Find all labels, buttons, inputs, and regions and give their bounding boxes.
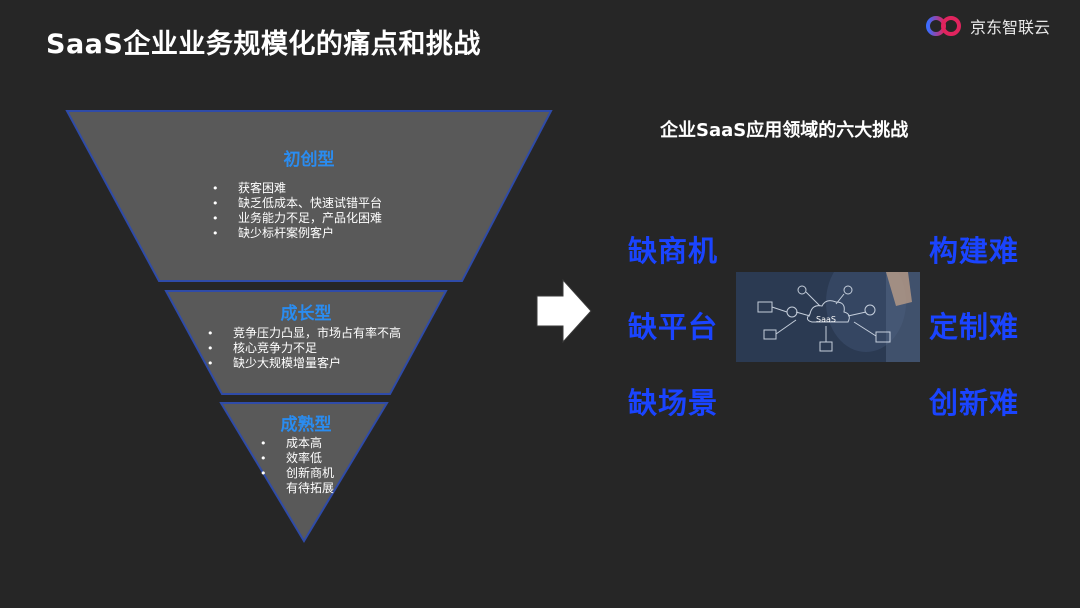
challenge-left-1: 缺商机 [628,234,719,268]
bullet-item: 成本高 [260,436,334,451]
bullet-item: 效率低 [260,451,334,466]
bullet-item: 获客困难 [212,181,382,196]
bullet-item: 缺少大规模增量客户 [207,356,401,371]
stage-title-startup: 初创型 [283,150,335,170]
stage-bullets-growth: 竞争压力凸显，市场占有率不高 核心竞争力不足 缺少大规模增量客户 [207,326,401,371]
challenge-right-3: 创新难 [929,386,1020,420]
challenge-left-3: 缺场景 [628,386,719,420]
bullet-item-continued: 有待拓展 [286,481,335,495]
logo-text: 京东智联云 [969,18,1050,37]
right-arrow-icon [536,278,592,344]
challenge-right-2: 定制难 [929,310,1020,344]
challenges-title: 企业SaaS应用领域的六大挑战 [660,120,909,141]
bullet-item: 缺乏低成本、快速试错平台 [212,196,382,211]
saas-cloud-image: SaaS [736,272,920,362]
saas-image-label: SaaS [816,315,836,324]
cloud-network-illustration: SaaS [736,272,920,362]
stage-bullets-startup: 获客困难 缺乏低成本、快速试错平台 业务能力不足，产品化困难 缺少标杆案例客户 [212,181,382,241]
brand-logo: 京东智联云 [924,14,1050,38]
jd-cloud-logo-icon [925,16,961,36]
stage-title-growth: 成长型 [280,304,332,324]
stage-bullets-mature: 成本高 效率低 创新商机 有待拓展 [260,436,334,496]
stage-title-mature: 成熟型 [280,415,332,435]
bullet-item: 缺少标杆案例客户 [212,226,382,241]
challenge-right-1: 构建难 [929,234,1020,268]
bullet-item: 核心竞争力不足 [207,341,401,356]
bullet-item: 创新商机 [260,466,334,481]
bullet-item: 竞争压力凸显，市场占有率不高 [207,326,401,341]
page-title: SaaS企业业务规模化的痛点和挑战 [46,29,481,60]
bullet-item: 业务能力不足，产品化困难 [212,211,382,226]
challenge-left-2: 缺平台 [628,310,719,344]
